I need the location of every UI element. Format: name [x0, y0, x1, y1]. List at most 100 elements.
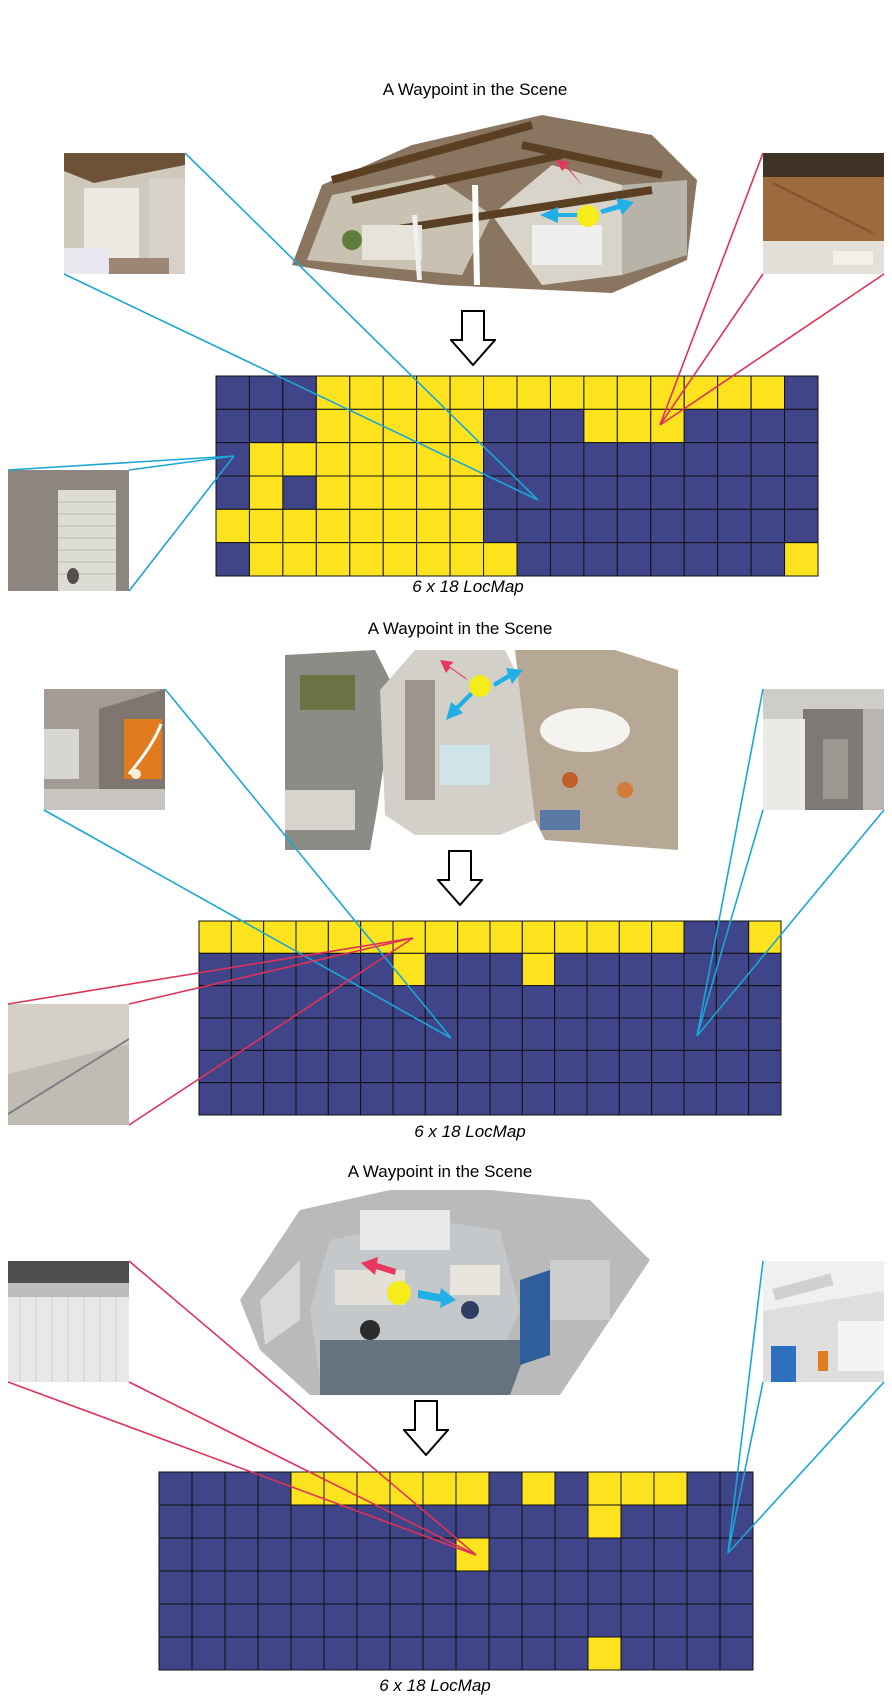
locmap-cell-occupied [356, 1636, 391, 1671]
locmap-cell-occupied [488, 1537, 523, 1572]
locmap-cell-occupied [715, 985, 750, 1019]
locmap-cell-occupied [360, 1082, 394, 1116]
locmap-cell-occupied [653, 1570, 688, 1605]
locmap-cell-occupied [719, 1570, 754, 1605]
locmap-cell-occupied [616, 442, 652, 477]
locmap-cell-occupied [554, 1570, 589, 1605]
locmap-cell-occupied [282, 475, 317, 510]
locmap-cell-occupied [683, 442, 719, 477]
locmap-cell-occupied [618, 985, 653, 1019]
locmap-cell-occupied [650, 542, 685, 577]
locmap-cell-occupied [327, 1017, 362, 1051]
locmap-cell-occupied [717, 542, 752, 577]
locmap-cell-occupied [683, 408, 719, 444]
locmap-cell-occupied [489, 1017, 523, 1051]
locmap-cell-occupied [618, 952, 653, 987]
locmap-cell-occupied [748, 1049, 782, 1084]
locmap-cell-free [583, 375, 618, 410]
locmap-cell-free [449, 475, 485, 510]
locmap-cell-free [422, 1471, 457, 1506]
locmap-cell-free [392, 920, 426, 954]
locmap-cell-occupied [549, 542, 585, 577]
locmap-cell-occupied [554, 1017, 588, 1051]
locmap-cell-occupied [356, 1570, 391, 1605]
locmap-cell-free [382, 408, 418, 444]
locmap-cell-occupied [616, 508, 652, 544]
locmap-cell-occupied [290, 1504, 325, 1539]
locmap-cell-occupied [483, 508, 518, 544]
locmap-cell-occupied [455, 1636, 490, 1671]
panel-3: A Waypoint in the Scene 6 x 18 LocMap [0, 1145, 892, 1708]
locmap-cell-occupied [516, 408, 551, 444]
locmap-cell-occupied [327, 985, 362, 1019]
locmap-cell-free [554, 920, 588, 954]
locmap-cell-occupied [191, 1603, 226, 1638]
locmap-cell-occupied [158, 1471, 193, 1506]
locmap-cell-free [583, 408, 618, 444]
locmap-cell-free [290, 1471, 325, 1506]
locmap-cell-occupied [224, 1603, 259, 1638]
locmap-cell-occupied [686, 1471, 721, 1506]
thumbnail-bedroom-door [64, 153, 185, 274]
locmap-cell-occupied [323, 1504, 358, 1539]
locmap-cell-occupied [356, 1504, 391, 1539]
down-arrow-icon [450, 310, 496, 366]
locmap-cell-occupied [489, 952, 523, 987]
locmap-cell-occupied [549, 508, 585, 544]
locmap-cell-free [382, 475, 418, 510]
locmap-cell-occupied [489, 1082, 523, 1116]
locmap-cell-free [650, 408, 685, 444]
locmap-cell-occupied [457, 1082, 491, 1116]
locmap-cell-occupied [554, 1537, 589, 1572]
locmap-cell-occupied [653, 1636, 688, 1671]
locmap-cell-free [349, 408, 384, 444]
locmap-cell-occupied [488, 1603, 523, 1638]
locmap-cell-occupied [521, 1504, 556, 1539]
locmap-cell-free [549, 375, 585, 410]
locmap-cell-occupied [719, 1537, 754, 1572]
locmap-cell-occupied [587, 1603, 622, 1638]
thumbnail-light-fixture [763, 1261, 884, 1382]
locmap-grid [215, 375, 819, 577]
locmap-cell-free [587, 1504, 622, 1539]
locmap-cell-occupied [483, 475, 518, 510]
locmap-cell-occupied [424, 952, 459, 987]
locmap-cell-occupied [489, 985, 523, 1019]
locmap-cell-free [449, 442, 485, 477]
locmap-cell-free [349, 475, 384, 510]
locmap-cell-occupied [263, 1017, 297, 1051]
locmap-cell-free [616, 375, 652, 410]
locmap-cell-occupied [215, 408, 250, 444]
locmap-cell-occupied [616, 542, 652, 577]
locmap-cell-occupied [389, 1636, 424, 1671]
locmap-cell-free [521, 920, 556, 954]
locmap-cell-occupied [198, 952, 232, 987]
locmap-cell-occupied [620, 1570, 655, 1605]
locmap-cell-occupied [263, 952, 297, 987]
locmap-cell-occupied [457, 952, 491, 987]
locmap-cell-occupied [424, 1017, 459, 1051]
down-arrow-icon [437, 850, 483, 906]
locmap-cell-free [263, 920, 297, 954]
locmap-cell-occupied [549, 408, 585, 444]
locmap-cell-occupied [290, 1603, 325, 1638]
locmap-cell-occupied [715, 952, 750, 987]
locmap-cell-occupied [516, 442, 551, 477]
locmap-cell-occupied [618, 1082, 653, 1116]
locmap-cell-free [416, 408, 451, 444]
scene-panorama [285, 650, 678, 850]
locmap-cell-occupied [323, 1636, 358, 1671]
locmap-cell-free [516, 375, 551, 410]
locmap-cell-occupied [748, 1082, 782, 1116]
locmap-cell-free [483, 542, 518, 577]
locmap-cell-occupied [257, 1570, 292, 1605]
locmap-cell-free [616, 408, 652, 444]
locmap-cell-occupied [457, 985, 491, 1019]
locmap-cell-occupied [683, 475, 719, 510]
locmap-cell-occupied [455, 1504, 490, 1539]
locmap-cell-occupied [230, 985, 265, 1019]
locmap-cell-free [416, 508, 451, 544]
locmap-cell-free [455, 1471, 490, 1506]
locmap-cell-occupied [719, 1636, 754, 1671]
locmap-cell-occupied [327, 1049, 362, 1084]
